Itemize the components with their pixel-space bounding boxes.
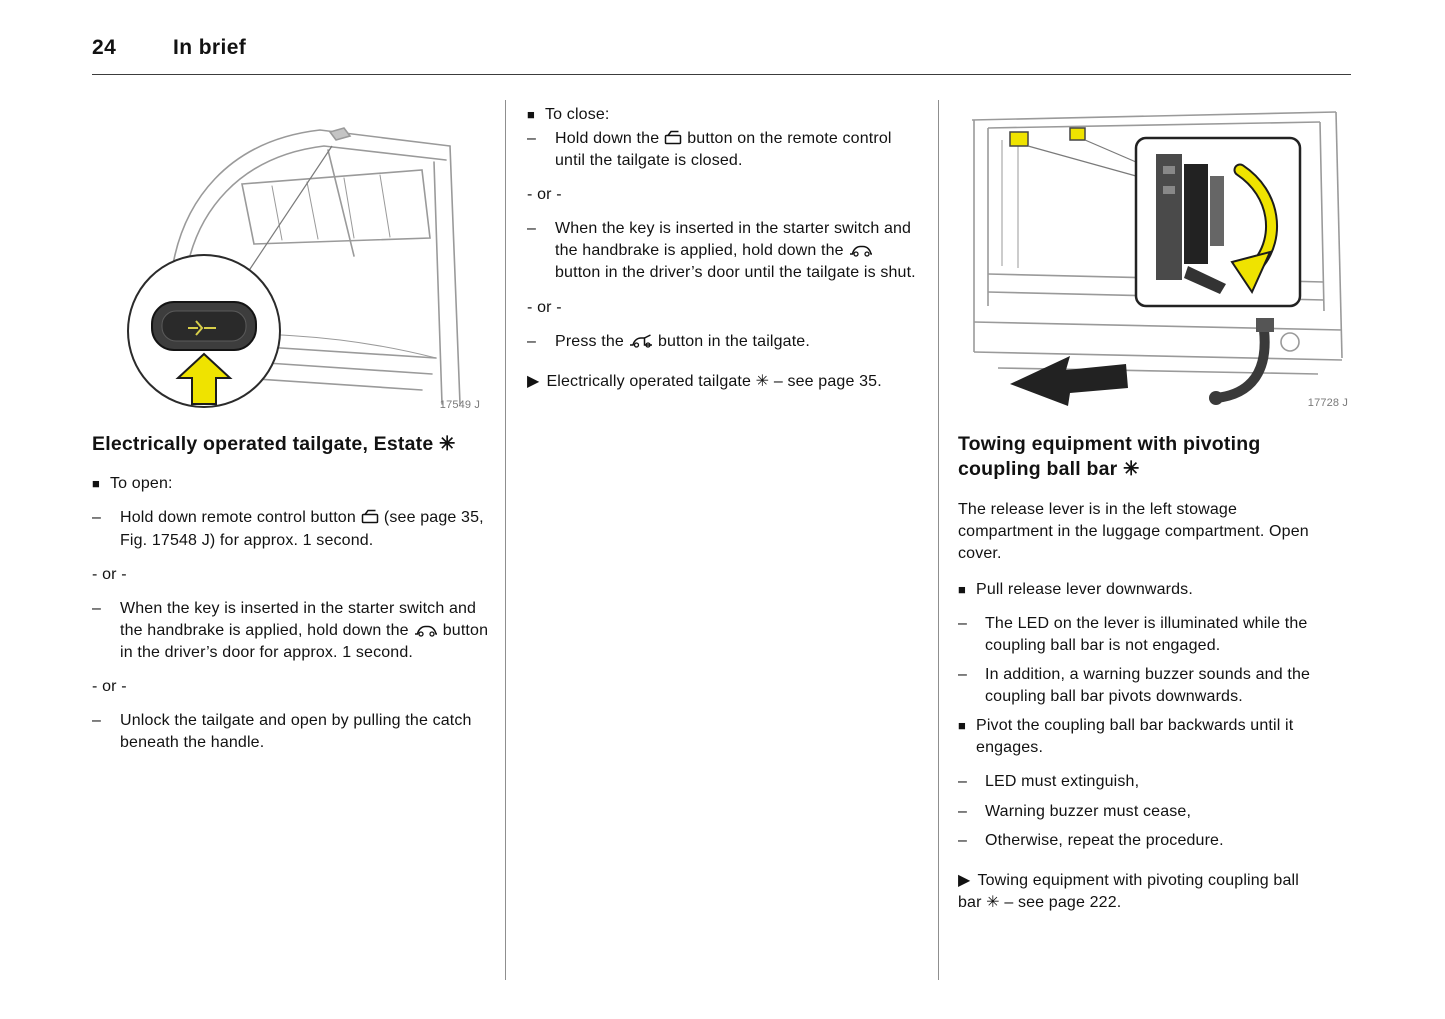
square-bullet: ■ (958, 581, 967, 597)
list-item: – When the key is inserted in the starte… (527, 218, 919, 284)
sub-item-text: The LED on the lever is illuminated whil… (985, 615, 1308, 655)
item-text: button in the driver’s door for approx. … (120, 621, 489, 661)
list-item: – Press the button in the tailgate. (527, 331, 919, 353)
car-side-icon (849, 246, 872, 258)
step-text: Pull release lever downwards. (976, 580, 1193, 598)
item-text: button on the remote control until the t… (555, 130, 892, 170)
list-item: – Hold down remote control button(see pa… (92, 507, 490, 551)
dash-marker: – (527, 332, 537, 350)
release-lever-mechanism (1156, 154, 1226, 294)
figure-towing-illustration: 17728 J (958, 106, 1356, 412)
dash-marker: – (92, 509, 102, 527)
tailgate-line-art: 17549 J (127, 127, 480, 411)
cross-reference-note: ▶ Electrically operated tailgate ✳ – see … (527, 371, 889, 393)
dash-marker: – (958, 615, 968, 632)
item-text: Unlock the tailgate and open by pulling … (120, 711, 472, 752)
step-text: Pivot the coupling ball bar backwards un… (976, 717, 1294, 757)
column-right: 17728 J Towing equipment with pivoting c… (958, 100, 1356, 914)
item-text: Hold down remote control button (120, 509, 356, 527)
square-bullet: ■ (527, 107, 536, 122)
car-side-icon (414, 625, 437, 637)
dash-marker: – (527, 220, 537, 238)
or-separator: - or - (92, 677, 127, 695)
square-bullet: ■ (92, 476, 101, 492)
header-rule (92, 74, 1351, 75)
pointer-arrow: ▶ (527, 372, 540, 390)
item-text: Press the (555, 332, 624, 350)
page-header: 24 In brief (92, 36, 246, 60)
figure-tailgate-illustration: 17549 J (92, 106, 490, 412)
or-separator: - or - (527, 186, 562, 204)
dash-marker: – (958, 666, 968, 684)
figure-caption: 17549 J (440, 399, 480, 411)
item-text: When the key is inserted in the starter … (555, 220, 912, 260)
sub-item: – The LED on the lever is illuminated wh… (958, 613, 1356, 657)
coupling-ball-bar (1211, 325, 1270, 403)
sub-item: – Warning buzzer must cease, (958, 801, 1356, 823)
sub-item-text: Otherwise, repeat the procedure. (985, 831, 1224, 849)
sub-item: – In addition, a warning buzzer sounds a… (958, 664, 1356, 708)
dash-marker: – (92, 711, 102, 729)
black-direction-arrow (1010, 356, 1128, 406)
step-pivot-ball-bar: ■ Pivot the coupling ball bar backwards … (958, 715, 1356, 759)
heading-towing-equipment: Towing equipment with pivoting coupling … (958, 433, 1261, 481)
column-divider-left (505, 100, 506, 980)
or-separator: - or - (527, 298, 562, 316)
dash-marker: – (527, 130, 537, 148)
remote-trunk-button-icon (361, 510, 379, 524)
figure-caption: 17728 J (1308, 397, 1348, 409)
latch-highlight-1 (1009, 131, 1029, 147)
towing-intro-text: The release lever is in the left stowage… (958, 500, 1309, 562)
square-bullet: ■ (958, 718, 967, 734)
column-left: 17549 J Electrically operated tailgate, … (92, 100, 490, 762)
to-open-step-title: ■ To open: (92, 473, 490, 495)
to-open-label: To open: (110, 475, 173, 493)
list-item: – When the key is inserted in the starte… (92, 598, 490, 664)
remote-trunk-button-icon (665, 130, 682, 145)
yellow-up-arrow (175, 352, 233, 405)
sub-item-text: In addition, a warning buzzer sounds and… (985, 666, 1311, 706)
step-pull-lever: ■ Pull release lever downwards. (958, 579, 1356, 601)
dash-marker: – (958, 831, 968, 849)
heading-electric-tailgate: Electrically operated tailgate, Estate ✳ (92, 433, 456, 455)
sub-item-text: LED must extinguish, (985, 773, 1140, 791)
dash-marker: – (958, 802, 968, 820)
or-separator: - or - (92, 565, 127, 583)
page-number: 24 (92, 36, 117, 59)
note-text: Electrically operated tailgate ✳ – see p… (546, 372, 882, 390)
item-text: (see page 35, Fig. 17548 J) for approx. … (120, 509, 484, 549)
to-close-step-title: ■ To close: (527, 104, 919, 126)
sub-item-text: Warning buzzer must cease, (985, 802, 1192, 820)
item-text: button in the driver’s door until the ta… (555, 264, 916, 282)
item-text: Hold down the (555, 130, 660, 148)
cross-reference-note: ▶Towing equipment with pivoting coupling… (958, 870, 1320, 914)
item-text: button in the tailgate. (657, 332, 810, 350)
towing-line-art: 17728 J (971, 111, 1348, 409)
sub-item: – Otherwise, repeat the procedure. (958, 830, 1356, 852)
column-divider-right (938, 100, 939, 980)
dash-marker: – (92, 599, 102, 617)
tailgate-open-icon (629, 333, 652, 348)
to-close-label: To close: (545, 106, 610, 123)
section-title: In brief (173, 36, 247, 59)
dash-marker: – (958, 773, 968, 791)
sub-item: – LED must extinguish, (958, 771, 1356, 793)
list-item: – Unlock the tailgate and open by pullin… (92, 710, 490, 754)
item-text: When the key is inserted in the starter … (120, 599, 477, 639)
note-text: Towing equipment with pivoting coupling … (958, 871, 1299, 911)
pointer-arrow: ▶ (958, 871, 971, 889)
latch-highlight-2 (1069, 127, 1086, 141)
